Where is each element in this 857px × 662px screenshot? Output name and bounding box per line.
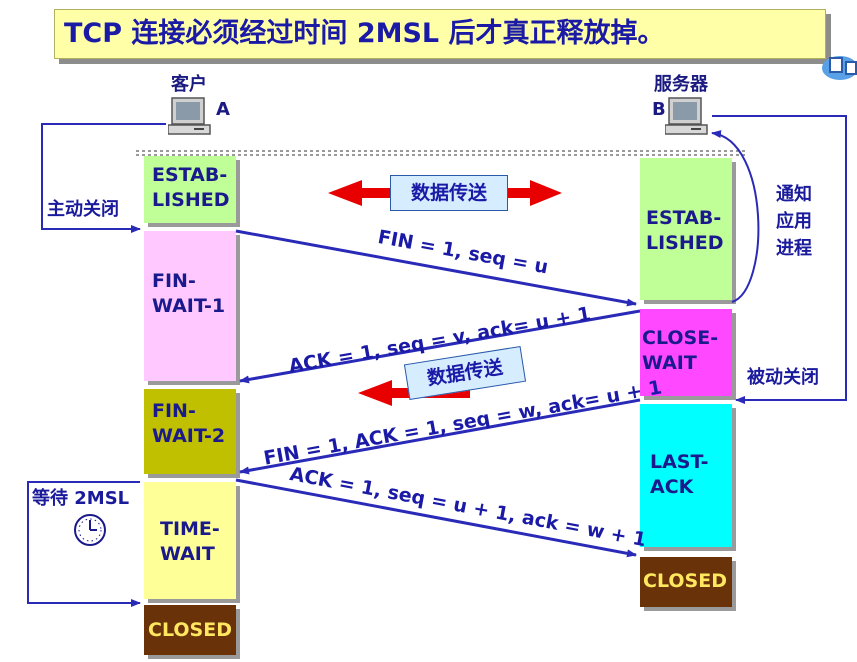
server-letter: B [652,99,666,120]
corner-decoration-icon [822,56,857,80]
msg-arrow-final-ack [235,478,637,558]
server-label: 服务器 [654,74,708,95]
computer-icon [665,97,708,135]
wait-2msl-line [27,481,141,607]
client-state-time-wait: TIME- WAIT [144,482,236,599]
client-state-fin-wait-2: FIN- WAIT-2 [144,389,236,474]
server-state-last-ack: LAST- ACK [640,404,732,547]
msg-arrow-ack [239,309,641,384]
server-state-established: ESTAB- LISHED [640,158,732,300]
notify-app-curve [711,130,760,303]
client-state-closed: CLOSED [144,605,236,655]
client-label: 客户 [171,74,207,95]
msg-arrow-fin [235,229,637,307]
client-letter: A [216,99,230,120]
active-close-label: 主动关闭 [47,199,119,220]
passive-close-label: 被动关闭 [747,367,819,388]
title-box [54,9,826,59]
active-close-line [41,123,166,233]
clock-icon [74,514,106,546]
page-title: TCP 连接必须经过时间 2MSL 后才真正释放掉。 [64,18,665,49]
passive-close-line [712,115,847,404]
wait-2msl-label: 等待 2MSL [32,488,130,509]
client-state-fin-wait-1: FIN- WAIT-1 [144,231,236,381]
server-state-closed: CLOSED [640,557,732,607]
server-state-close-wait: CLOSE- WAIT [640,309,732,396]
notify-app-label: 通知 应用 进程 [776,184,812,259]
msg-arrow-fin-ack [239,398,641,475]
client-state-established: ESTAB- LISHED [144,156,236,223]
computer-icon [168,97,211,135]
data-transfer-label-1: 数据传送 [390,175,508,211]
